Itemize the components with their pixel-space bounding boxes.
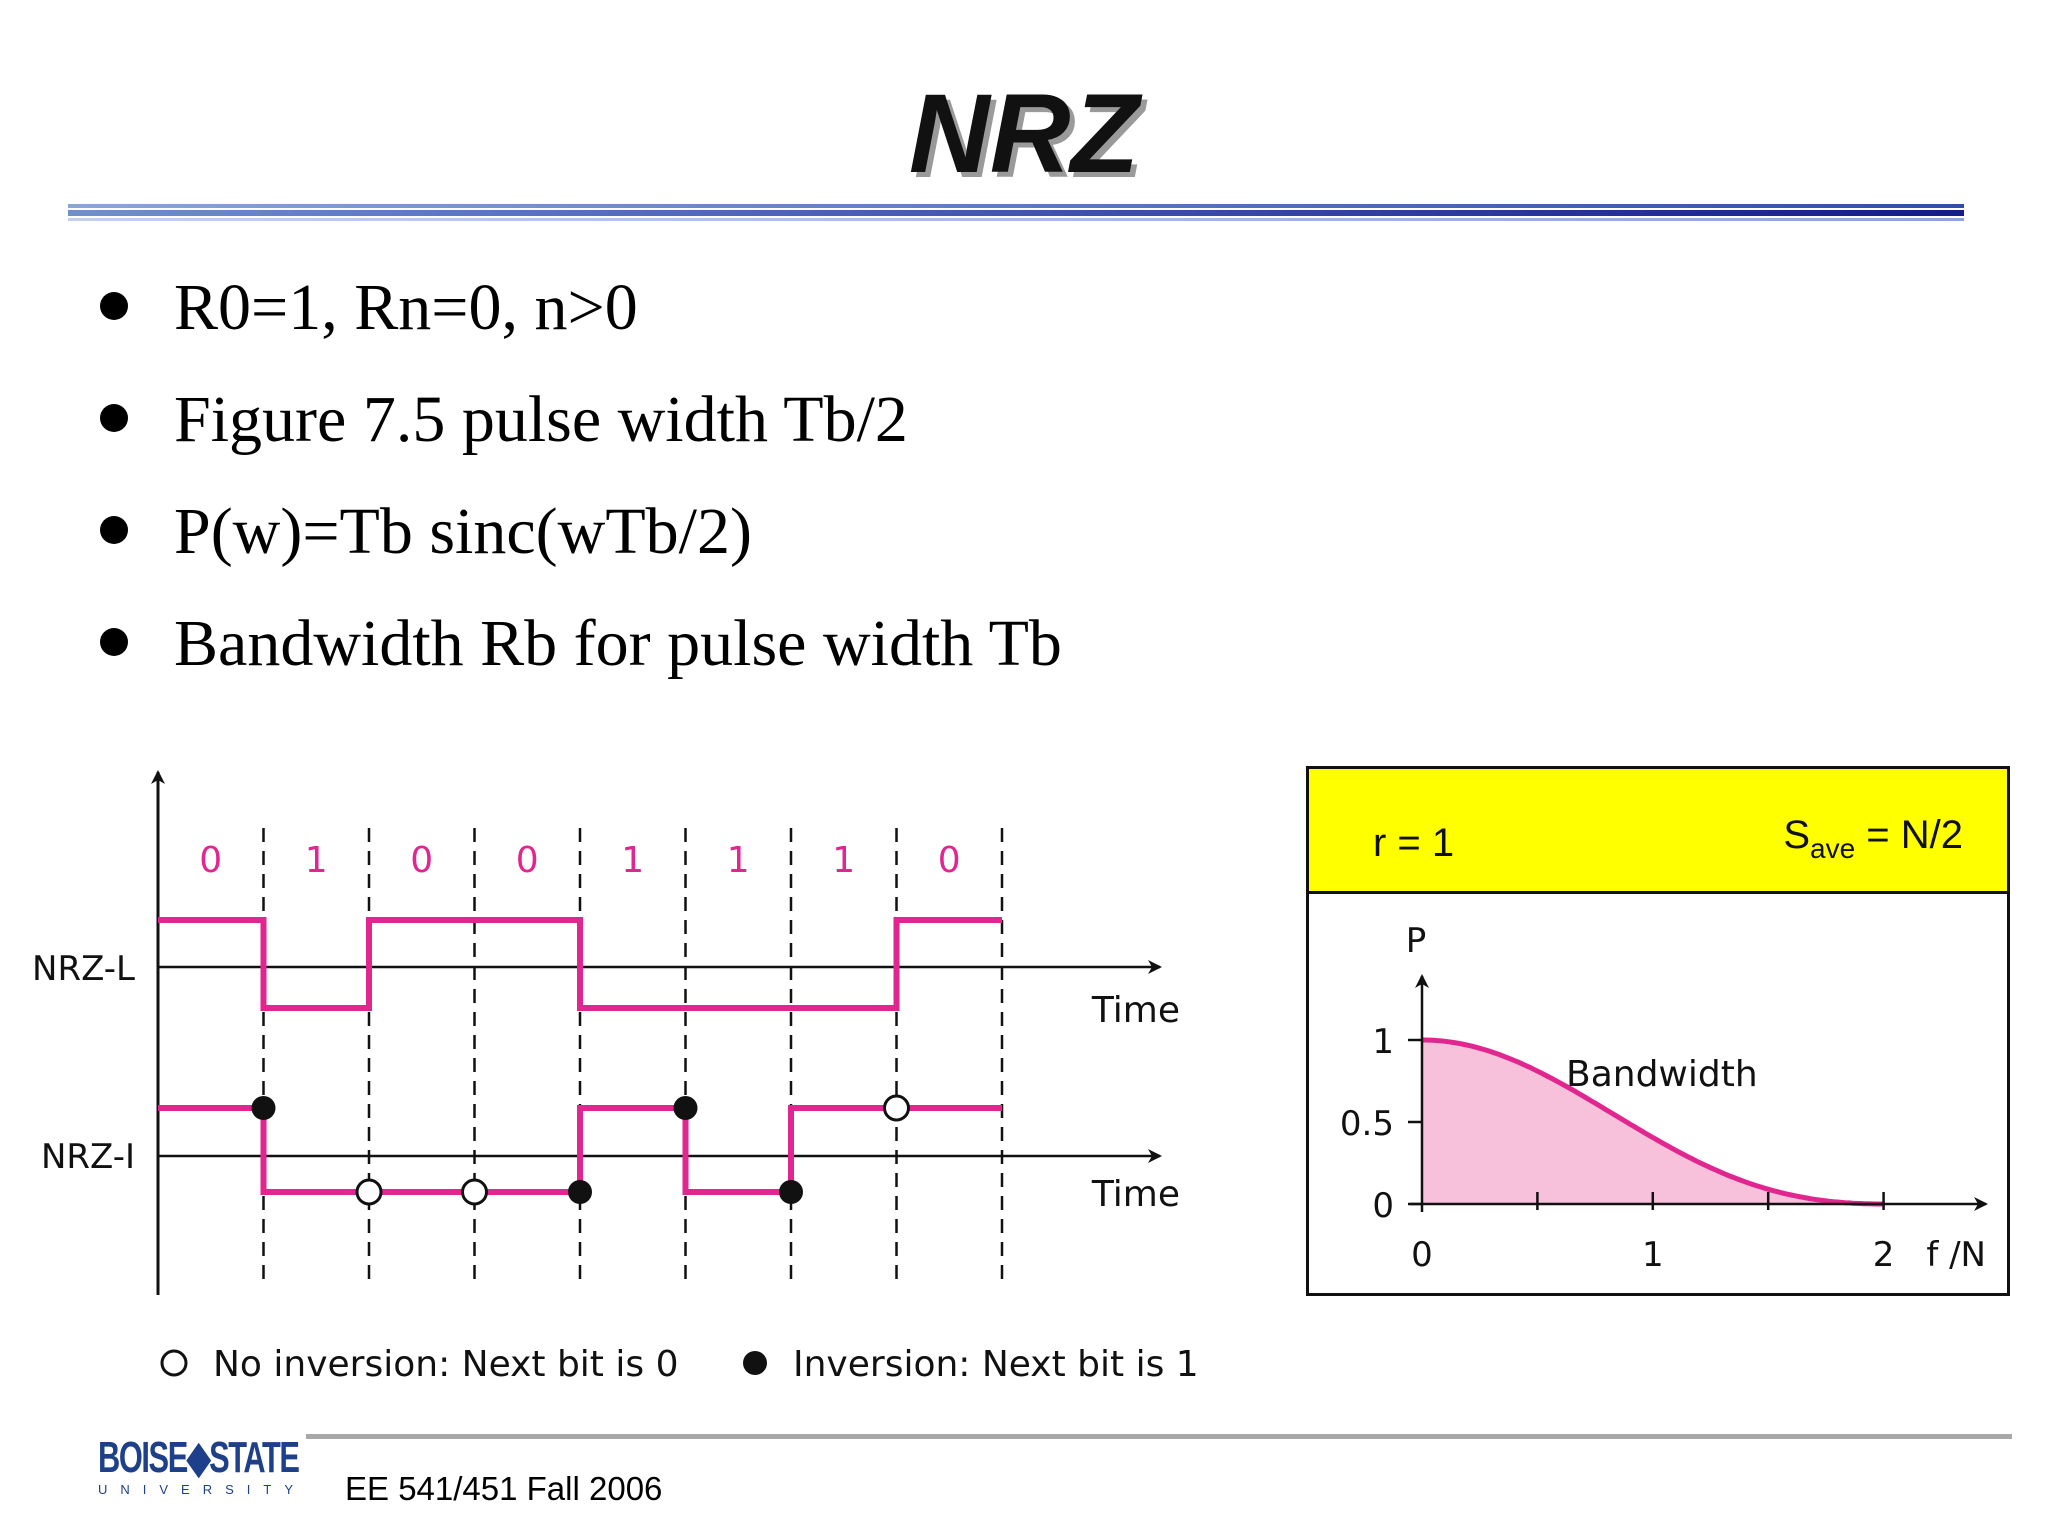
- r-label: r = 1: [1373, 821, 1455, 865]
- slide-title: NRZ: [908, 71, 1140, 196]
- bullet-dot: [100, 292, 128, 320]
- bullet-item: Figure 7.5 pulse width Tb/2: [96, 374, 1596, 486]
- x-tick-label: 0: [1411, 1235, 1433, 1275]
- nrz-l-signal: [158, 917, 1002, 1011]
- footer-course-label: EE 541/451 Fall 2006: [345, 1470, 663, 1507]
- bullet-text: P(w)=Tb sinc(wTb/2): [174, 495, 752, 568]
- bit-label: 1: [727, 840, 750, 881]
- no-inversion-marker: [355, 1178, 383, 1206]
- title-underline: [68, 204, 1964, 222]
- bit-label: 1: [621, 840, 644, 881]
- bit-label: 0: [410, 840, 433, 881]
- bullet-dot: [100, 516, 128, 544]
- spectrum-svg: 1 0.5 00 1 2 Pf /N Bandwidth: [1340, 921, 1988, 1275]
- time-label: Time: [1091, 1174, 1180, 1215]
- psd-curve: [1422, 1037, 1884, 1207]
- nrz-l-label: NRZ-L: [32, 949, 135, 989]
- x-tick-label: 2: [1873, 1235, 1895, 1275]
- bullet-text: Bandwidth Rb for pulse width Tb: [174, 607, 1062, 680]
- legend-no-inversion: No inversion: Next bit is 0: [213, 1344, 678, 1385]
- bullet-text: R0=1, Rn=0, n>0: [174, 271, 638, 344]
- inversion-marker: [568, 1180, 592, 1204]
- legend-inversion: Inversion: Next bit is 1: [793, 1344, 1199, 1385]
- y-tick-label: 0: [1372, 1186, 1394, 1226]
- bullet-dot: [100, 628, 128, 656]
- inversion-marker: [673, 1096, 698, 1120]
- logo-wordmark: BOISE◆STATE: [98, 1433, 300, 1482]
- footer-rule: [306, 1434, 2012, 1439]
- bandwidth-area: [1422, 1040, 1884, 1204]
- bullet-item: R0=1, Rn=0, n>0: [96, 262, 1596, 374]
- logo-subtext: UNIVERSITY: [98, 1482, 307, 1497]
- x-tick-label: 1: [1642, 1235, 1664, 1275]
- s-ave-label: Save = N/2: [1783, 813, 1963, 864]
- bullet-list: R0=1, Rn=0, n>0 Figure 7.5 pulse width T…: [96, 262, 1596, 710]
- bullet-text: Figure 7.5 pulse width Tb/2: [174, 383, 908, 456]
- p-axis-label: P: [1406, 921, 1427, 961]
- inversion-marker: [779, 1180, 803, 1204]
- bandwidth-label: Bandwidth: [1566, 1054, 1758, 1095]
- nrz-i-label: NRZ-I: [41, 1137, 135, 1177]
- y-tick-label: 0.5: [1340, 1104, 1394, 1144]
- bit-label: 0: [938, 840, 961, 881]
- bit-label: 0: [516, 840, 539, 881]
- y-tick-label: 1: [1372, 1022, 1394, 1062]
- no-inversion-marker: [883, 1094, 910, 1122]
- no-inversion-marker: [461, 1178, 488, 1206]
- nrz-i-signal: [158, 1105, 1002, 1195]
- inversion-marker: [251, 1096, 276, 1120]
- bullet-item: Bandwidth Rb for pulse width Tb: [96, 598, 1596, 710]
- f-axis-label: f /N: [1926, 1235, 1986, 1275]
- bit-label: 0: [199, 840, 222, 881]
- legend-filled-circle: [743, 1351, 767, 1375]
- university-logo: BOISE◆STATE UNIVERSITY: [98, 1433, 307, 1502]
- time-label: Time: [1091, 990, 1180, 1031]
- legend-open-circle: [160, 1349, 188, 1377]
- bullet-item: P(w)=Tb sinc(wTb/2): [96, 486, 1596, 598]
- bullet-dot: [100, 404, 128, 432]
- bit-label: 1: [305, 840, 328, 881]
- bit-label: 1: [832, 840, 855, 881]
- spectrum-frame: [1306, 766, 2010, 1296]
